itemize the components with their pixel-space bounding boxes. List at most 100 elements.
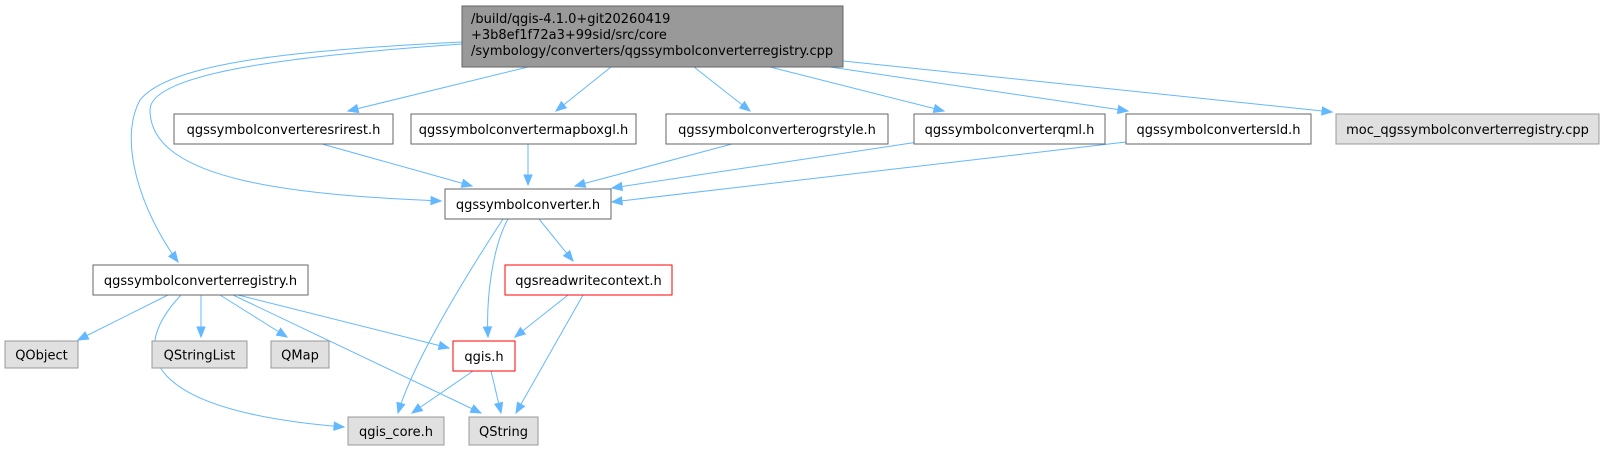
edge-line: [555, 66, 612, 112]
arrowhead-icon: [482, 326, 493, 339]
edge-line: [829, 66, 1129, 112]
arrowhead-icon: [430, 195, 443, 206]
edge-line: [237, 294, 450, 349]
edge-qgis-to-qgiscore: [410, 370, 474, 414]
node-label: qgssymbolconverteresrirest.h: [187, 123, 381, 138]
node-qgiscore: qgis_core.h: [347, 416, 445, 446]
edge-sld-to-converter: [610, 141, 1127, 206]
node-rwcontext[interactable]: qgsreadwritecontext.h: [504, 264, 673, 296]
arrowhead-icon: [76, 331, 90, 341]
edge-line: [154, 294, 345, 428]
node-label: QMap: [281, 349, 319, 364]
node-converter[interactable]: qgssymbolconverter.h: [444, 188, 612, 220]
edge-line: [232, 294, 482, 414]
node-box: [665, 113, 889, 145]
node-box: [1335, 113, 1600, 145]
edge-registry-to-qgis: [237, 294, 451, 351]
edge-registry-to-qgiscore: [154, 294, 346, 431]
edge-line: [321, 143, 473, 187]
edge-line: [411, 370, 474, 414]
node-label: qgssymbolconvertermapboxgl.h: [419, 123, 628, 138]
node-box: [270, 340, 330, 369]
arrowhead-icon: [333, 421, 346, 431]
node-box: [92, 264, 309, 296]
node-mapboxgl[interactable]: qgssymbolconvertermapboxgl.h: [410, 113, 637, 145]
arrowhead-icon: [460, 178, 474, 188]
node-box: [1125, 113, 1312, 145]
edge-registry-to-qobject: [76, 294, 169, 341]
edge-line: [515, 294, 584, 414]
edge-root-to-ogrstyle: [693, 66, 752, 112]
node-qml[interactable]: qgssymbolconverterqml.h: [913, 113, 1106, 145]
edges-layer: [76, 41, 1334, 431]
edge-qml-to-converter: [610, 141, 919, 192]
node-label: /symbology/converters/qgssymbolconverter…: [471, 44, 833, 59]
node-label: qgssymbolconverterregistry.h: [104, 274, 297, 289]
edge-registry-to-qstringlist: [196, 295, 206, 339]
node-label: qgis.h: [464, 350, 503, 365]
arrowhead-icon: [196, 326, 206, 339]
edge-root-to-mapboxgl: [554, 66, 612, 112]
edge-mapboxgl-to-converter: [523, 144, 533, 187]
edge-line: [611, 141, 1127, 203]
node-registry[interactable]: qgssymbolconverterregistry.h: [92, 264, 309, 296]
arrowhead-icon: [738, 100, 752, 112]
node-qmap: QMap: [270, 340, 330, 369]
edge-line: [487, 218, 509, 338]
node-label: qgis_core.h: [359, 425, 433, 440]
arrowhead-icon: [554, 100, 568, 112]
arrowhead-icon: [346, 103, 360, 114]
edge-line: [611, 141, 919, 189]
edge-line: [397, 218, 504, 414]
edge-line: [149, 43, 463, 202]
node-root[interactable]: /build/qgis-4.1.0+git20260419+3b8ef1f72a…: [461, 5, 844, 68]
node-ogrstyle[interactable]: qgssymbolconverterogrstyle.h: [665, 113, 889, 145]
node-label: qgssymbolconverterqml.h: [925, 123, 1095, 138]
node-label: QObject: [15, 349, 68, 364]
node-box: [173, 113, 394, 145]
node-box: [504, 264, 673, 296]
edge-registry-to-qmap: [219, 294, 289, 338]
edge-converter-to-qgis: [482, 218, 509, 339]
arrowhead-icon: [167, 250, 179, 264]
edge-qgis-to-qstring: [490, 370, 504, 415]
node-box: [347, 416, 445, 446]
edge-root-to-qml: [769, 66, 946, 114]
arrowhead-icon: [610, 196, 623, 206]
node-label: /build/qgis-4.1.0+git20260419: [471, 12, 670, 27]
node-label: QString: [479, 425, 528, 440]
node-qgis[interactable]: qgis.h: [452, 340, 516, 372]
edge-line: [574, 143, 733, 187]
arrowhead-icon: [1321, 106, 1334, 116]
arrowhead-icon: [437, 340, 451, 351]
edge-converter-to-rwcontext: [538, 218, 574, 263]
edge-esrirest-to-converter: [321, 143, 474, 188]
node-box: [452, 340, 516, 372]
node-box: [410, 113, 637, 145]
node-qstringlist: QStringList: [151, 340, 248, 369]
node-label: qgssymbolconverterogrstyle.h: [678, 123, 876, 138]
edge-root-to-converter: [149, 43, 463, 206]
arrowhead-icon: [573, 178, 587, 188]
edge-line: [347, 66, 529, 112]
edge-line: [769, 66, 945, 112]
node-sld[interactable]: qgssymbolconvertersld.h: [1125, 113, 1312, 145]
arrowhead-icon: [610, 181, 624, 192]
node-label: QStringList: [164, 349, 236, 364]
edge-root-to-sld: [829, 66, 1130, 115]
node-label: qgsreadwritecontext.h: [515, 274, 662, 289]
edge-line: [842, 60, 1333, 113]
edge-root-to-esrirest: [346, 66, 529, 114]
arrowhead-icon: [562, 249, 574, 263]
edge-registry-to-qstring: [232, 294, 483, 414]
arrowhead-icon: [396, 401, 406, 415]
node-label: moc_qgssymbolconverterregistry.cpp: [1346, 123, 1589, 138]
arrowhead-icon: [410, 403, 424, 414]
arrowhead-icon: [275, 327, 289, 338]
arrowhead-icon: [513, 326, 527, 338]
arrowhead-icon: [1116, 104, 1130, 115]
edge-rwcontext-to-qstring: [515, 294, 584, 415]
edge-root-to-registry: [130, 41, 463, 264]
node-box: [4, 340, 79, 369]
node-esrirest[interactable]: qgssymbolconverteresrirest.h: [173, 113, 394, 145]
